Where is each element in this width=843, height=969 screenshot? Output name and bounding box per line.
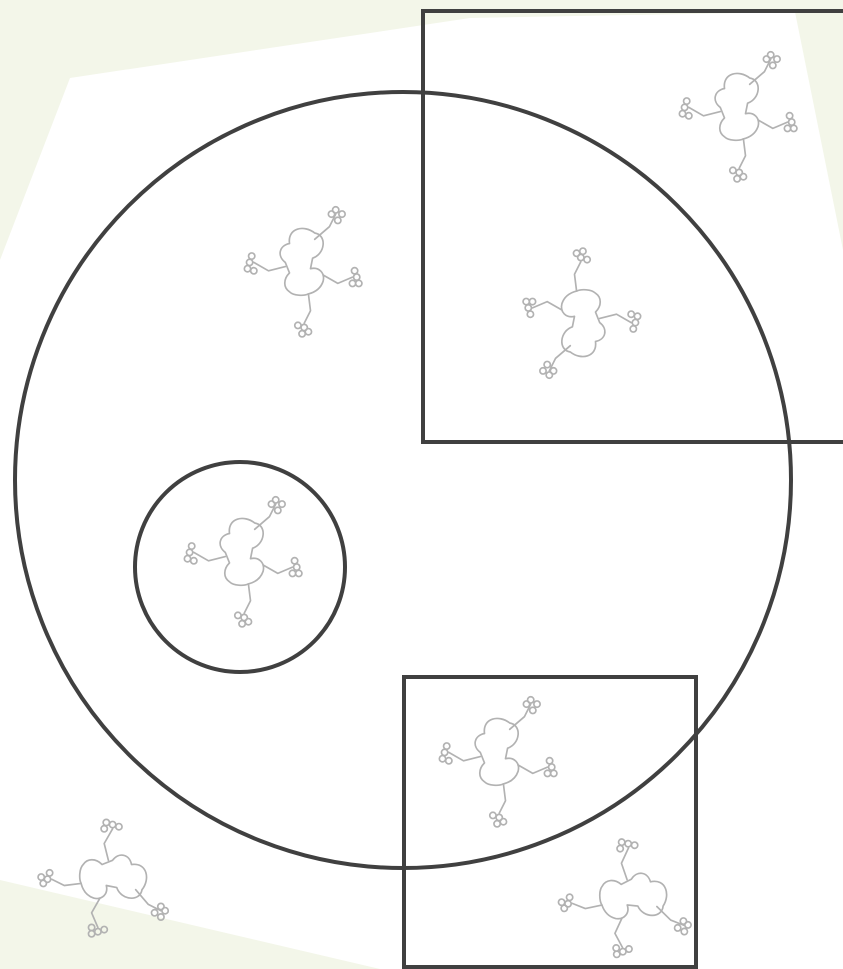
diagram-canvas [0,0,843,969]
